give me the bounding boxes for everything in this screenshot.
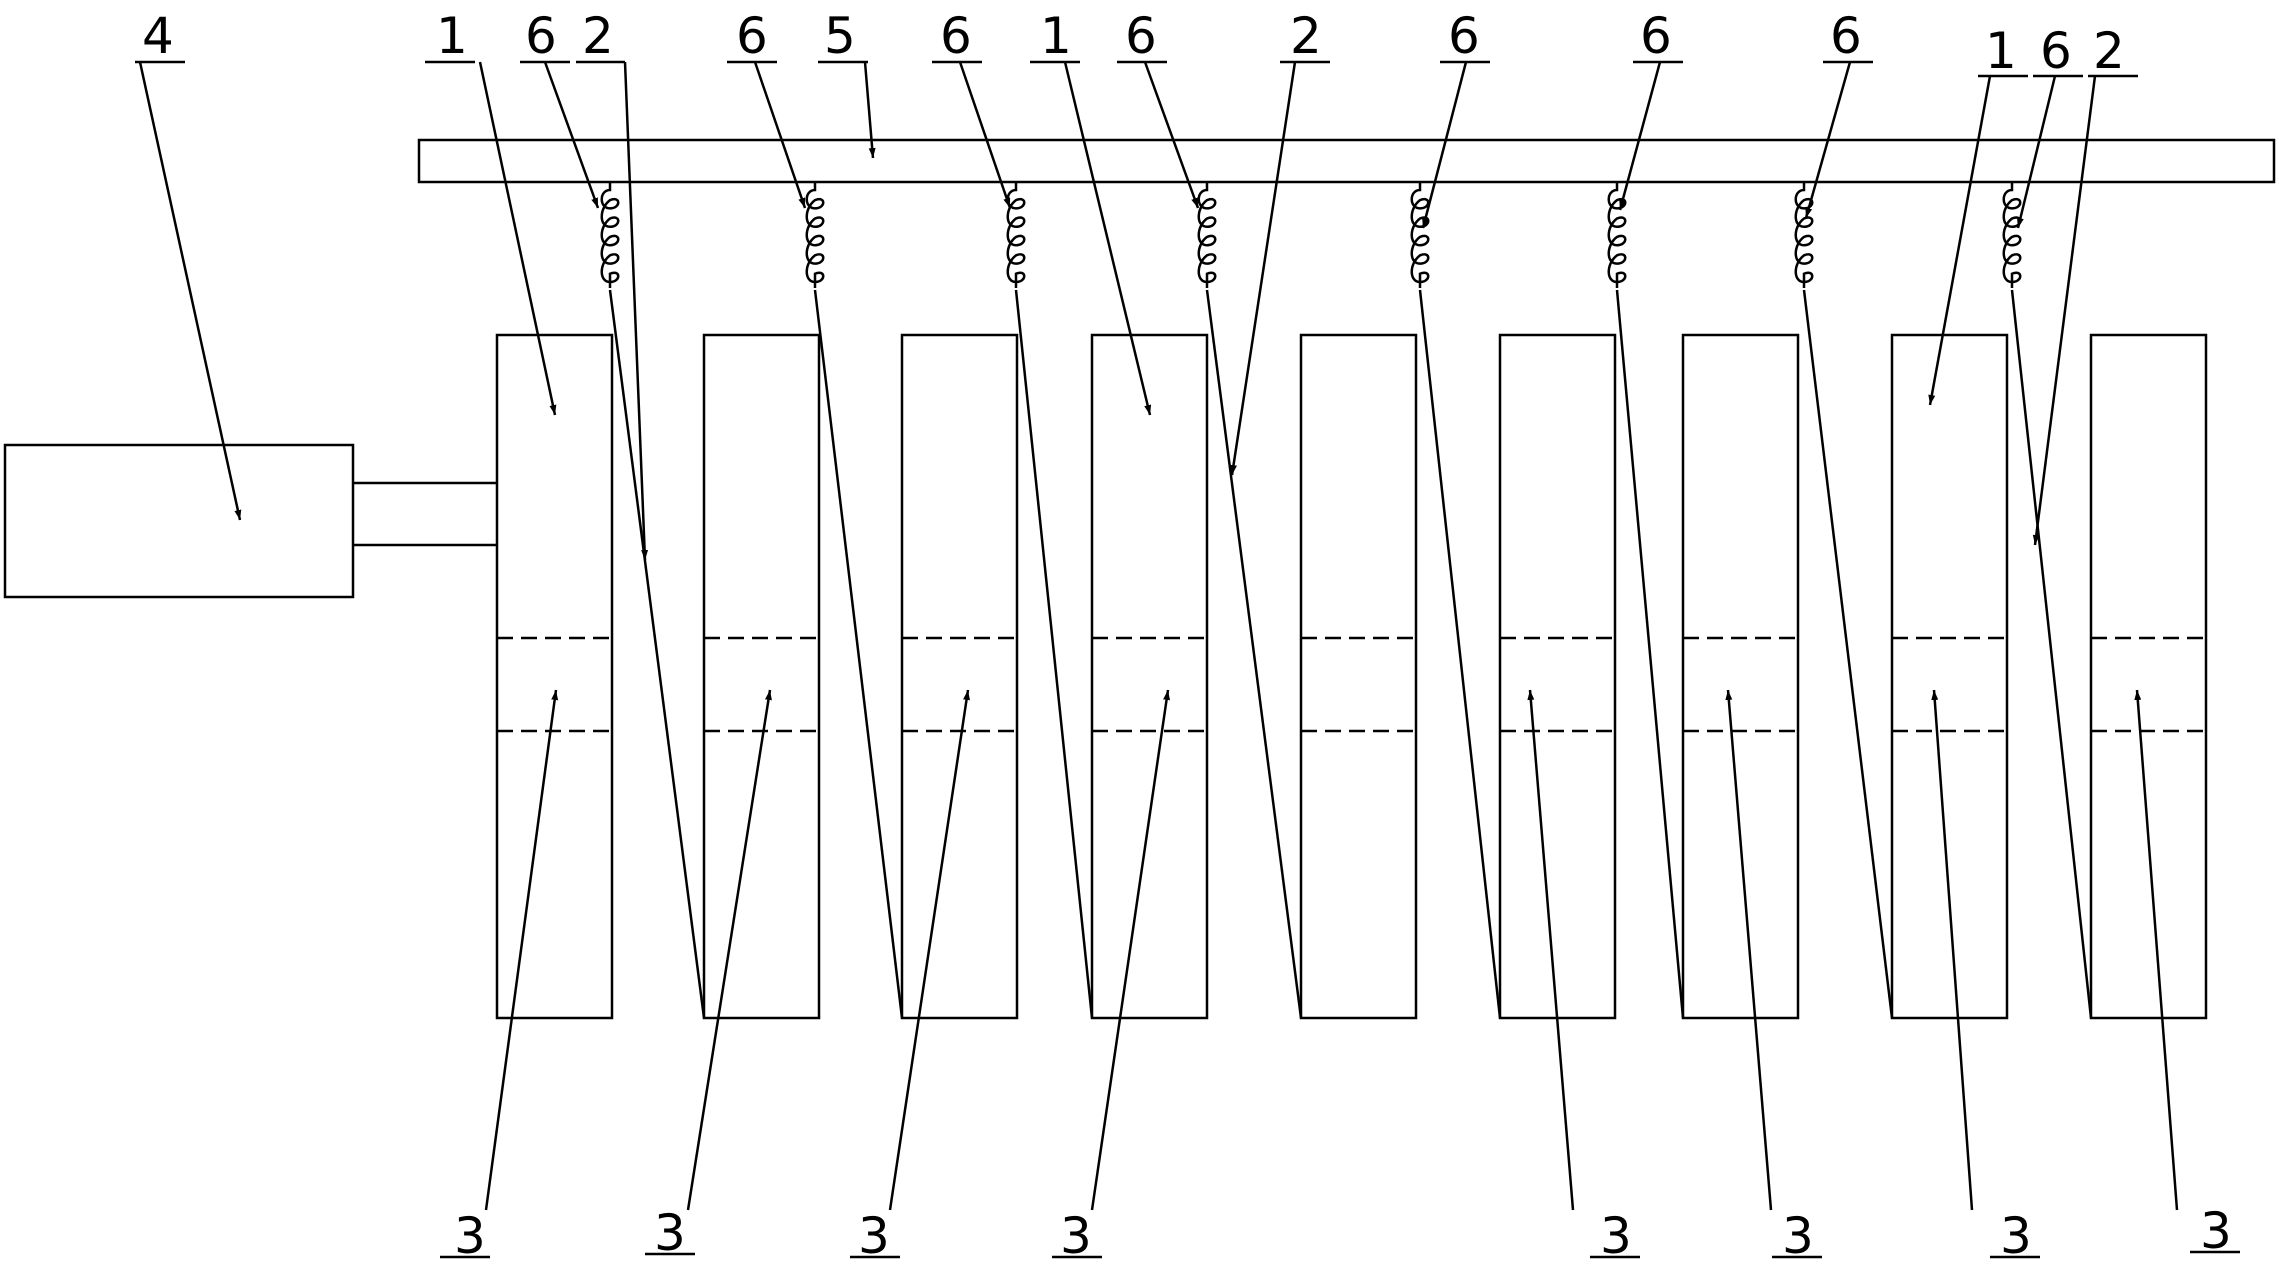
label-spring-f: 6: [1640, 7, 1672, 65]
leader-line-11: [958, 61, 1012, 209]
springs-group: [600, 182, 2022, 288]
leader-line-15: [1804, 61, 1852, 219]
leader-line-13: [1421, 61, 1468, 229]
leader-line-19: [888, 689, 970, 1211]
leader-line-3: [1063, 61, 1152, 416]
spring-4: [1197, 182, 1217, 288]
label-plate-c: 1: [1985, 22, 2017, 80]
wire-4: [1205, 289, 1303, 1019]
spring-2: [805, 182, 825, 288]
wire-2: [813, 289, 904, 1019]
leader-line-7: [2032, 75, 2097, 546]
label-fold-7: 3: [2000, 1207, 2032, 1265]
label-spring-b: 6: [736, 7, 768, 65]
spring-3: [1006, 182, 1026, 288]
leader-line-10: [753, 61, 807, 209]
spring-1: [600, 182, 620, 288]
leader-line-1: [138, 61, 242, 521]
wires-group: [608, 289, 2093, 1019]
plate-6: [1498, 333, 1617, 1020]
spring-8: [2002, 182, 2022, 288]
label-spring-e: 6: [1448, 7, 1480, 65]
plate-8: [1890, 333, 2009, 1020]
leaders-group: [135, 60, 2240, 1259]
wire-1: [608, 289, 706, 1019]
leader-line-22: [1725, 689, 1773, 1211]
spring-7: [1794, 182, 1814, 288]
leader-line-4: [1928, 75, 1992, 406]
label-spring-a: 6: [525, 7, 557, 65]
leader-line-21: [1527, 689, 1575, 1211]
top-rail: [417, 138, 2276, 184]
label-fold-3: 3: [858, 1207, 890, 1265]
label-fold-1: 3: [454, 1207, 486, 1265]
label-fold-4: 3: [1060, 1207, 1092, 1265]
label-fold-5: 3: [1600, 1207, 1632, 1265]
plate-3: [900, 333, 1019, 1020]
leader-line-5: [623, 61, 649, 561]
label-wire-a: 2: [582, 7, 614, 65]
leader-line-17: [484, 689, 559, 1211]
plate-1: [495, 333, 614, 1020]
label-wire-b: 2: [1290, 7, 1322, 65]
plate-9: [2089, 333, 2208, 1020]
leader-line-9: [543, 61, 600, 209]
label-rail: 5: [824, 7, 856, 65]
label-spring-h: 6: [2040, 22, 2072, 80]
label-wire-c: 2: [2093, 22, 2125, 80]
plate-5: [1299, 333, 1418, 1020]
wire-7: [1802, 289, 1894, 1019]
plate-2: [702, 333, 821, 1020]
label-spring-g: 6: [1830, 7, 1862, 65]
label-plate-b: 1: [1040, 7, 1072, 65]
leader-line-16: [2016, 75, 2057, 229]
wire-8: [2010, 289, 2093, 1019]
label-motor: 4: [142, 7, 174, 65]
label-spring-c: 6: [940, 7, 972, 65]
plate-7: [1681, 333, 1800, 1020]
labels-group: 4 1 1 1 2 2 2 5 6 6 6 6 6 6 6 6 3 3 3 3 …: [142, 7, 2232, 1265]
leader-line-18: [686, 689, 772, 1211]
label-fold-2: 3: [654, 1204, 686, 1262]
leader-line-20: [1090, 689, 1171, 1211]
leader-line-24: [2134, 689, 2179, 1211]
leader-line-6: [1230, 61, 1297, 476]
leader-line-8: [863, 61, 876, 159]
wire-6: [1615, 289, 1685, 1019]
label-spring-d: 6: [1125, 7, 1157, 65]
label-plate-a: 1: [436, 7, 468, 65]
leader-line-12: [1143, 61, 1200, 209]
plates-group: [495, 333, 2208, 1020]
wire-3: [1014, 289, 1094, 1019]
label-fold-8: 3: [2200, 1202, 2232, 1260]
leader-line-2: [478, 61, 557, 416]
spring-5: [1410, 182, 1430, 288]
leader-line-23: [1931, 689, 1974, 1211]
motor-box: [3, 443, 355, 599]
plate-4: [1090, 333, 1209, 1020]
label-fold-6: 3: [1782, 1207, 1814, 1265]
wire-5: [1418, 289, 1502, 1019]
leader-line-14: [1618, 61, 1662, 211]
